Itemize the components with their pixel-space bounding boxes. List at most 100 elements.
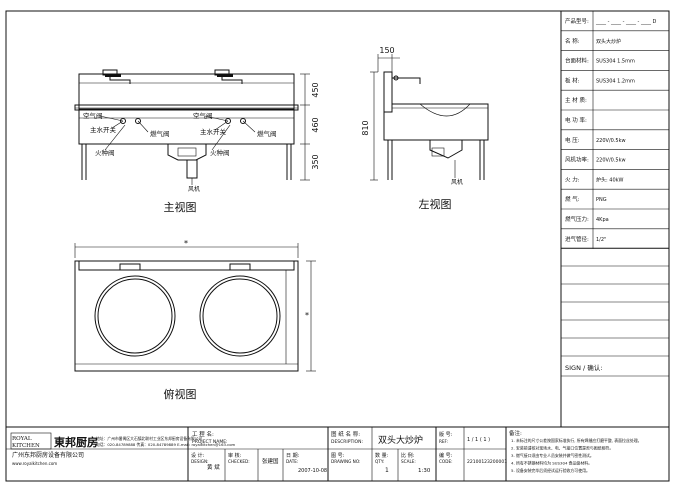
spec-value: ____ - ____ - ____ - ____ D bbox=[595, 19, 657, 25]
drawn-value: 黄 斌 bbox=[207, 463, 220, 471]
drawn-label: 设 计: bbox=[191, 452, 205, 459]
top-dim-width: * bbox=[184, 239, 188, 248]
left-body bbox=[383, 103, 489, 141]
checked-label-en: CHECKED: bbox=[228, 459, 250, 464]
code-label: 编 号: bbox=[439, 452, 453, 459]
qty-value: 1 bbox=[385, 467, 389, 474]
main-faucet-left bbox=[109, 76, 131, 84]
callout-water-switch-left: 主水开关 bbox=[90, 125, 117, 134]
callout-pilot-right: 火种阀 bbox=[210, 148, 230, 157]
left-burner bbox=[429, 140, 463, 159]
spec-label: 风机功率: bbox=[565, 156, 589, 164]
callout-pilot-left: 火种阀 bbox=[95, 148, 115, 157]
spec-table: 产品型号: ____ - ____ - ____ - ____ D 名 称: 双头大炒… bbox=[561, 11, 669, 249]
spec-label: 产品型号: bbox=[565, 17, 589, 25]
left-view bbox=[370, 54, 489, 181]
main-fan-icon bbox=[186, 159, 198, 179]
callout-fan: 风机 bbox=[188, 185, 200, 193]
company-web: www.royalkitchen.com bbox=[12, 461, 57, 466]
top-backsplash bbox=[78, 260, 295, 271]
knob-icon bbox=[135, 118, 141, 124]
drawno-label: 图 号: bbox=[331, 453, 345, 459]
callout-air-valve-right: 空气阀 bbox=[193, 111, 213, 120]
left-callout-fan: 风机 bbox=[451, 178, 463, 186]
spec-value: 220V/0.5kw bbox=[596, 138, 626, 144]
spec-label: 台面材料: bbox=[565, 57, 589, 65]
knob-icon bbox=[240, 118, 246, 124]
logo-en-2: KITCHEN bbox=[12, 443, 40, 449]
spec-value: SUS304 1.5mm bbox=[596, 59, 635, 65]
spec-value: 双头大炒炉 bbox=[596, 38, 621, 45]
checked-value: 张建国 bbox=[262, 457, 279, 465]
main-dim-450: 450 bbox=[311, 82, 320, 97]
note-line: 2. 安装前请核对现场水、电、气接口位置是否与图纸相符。 bbox=[511, 446, 613, 451]
drawing-label-en: DESCRIPTION: bbox=[331, 439, 363, 445]
spec-value: 4Kpa bbox=[596, 217, 609, 223]
spec-value: SUS304 1.2mm bbox=[596, 78, 635, 84]
qty-label: 数 量: bbox=[375, 452, 389, 459]
notes-list: 1. 未标注的尺寸公差按国家标准执行, 所有焊缝应打磨平整, 表面拉丝处理。 2.… bbox=[511, 438, 642, 473]
ref-label-en: REF: bbox=[439, 439, 448, 444]
top-view-title: 俯视图 bbox=[164, 387, 197, 401]
left-faucet bbox=[392, 77, 421, 84]
knob-icon bbox=[225, 118, 231, 124]
company-address: 地址：广州市番禺区大石镇北联村工业区东邦厨房设备有限公司 bbox=[96, 436, 203, 441]
drawing-label: 图 纸 名 称: bbox=[331, 430, 360, 438]
ref-label: 版 号: bbox=[439, 431, 453, 438]
qty-label-en: QTY: bbox=[375, 459, 384, 464]
scale-label: 比 例: bbox=[401, 452, 415, 459]
left-dim-150: 150 bbox=[379, 46, 394, 55]
spec-value: PNG bbox=[596, 197, 607, 203]
date-value: 2007-10-08 bbox=[298, 468, 327, 474]
main-dim-350: 350 bbox=[311, 154, 320, 169]
logo-en-1: ROYAL bbox=[12, 436, 32, 442]
left-dim-810: 810 bbox=[361, 120, 370, 135]
spec-label: 电 功 率: bbox=[565, 116, 587, 124]
main-dim-460: 460 bbox=[311, 117, 320, 132]
knob-icon bbox=[120, 118, 126, 124]
project-label-en: PROJECT NAME: bbox=[192, 439, 228, 445]
left-backsplash bbox=[383, 71, 393, 113]
main-upper-body bbox=[78, 73, 295, 110]
logo-cn: 東邦厨房 bbox=[54, 435, 98, 449]
sign-label: SIGN / 确认: bbox=[565, 363, 602, 372]
spec-label: 主 材 质: bbox=[565, 96, 587, 104]
spec-value: 1/2" bbox=[596, 237, 606, 243]
spec-label: 进气管径: bbox=[565, 235, 589, 243]
spec-label: 火 力: bbox=[565, 175, 580, 183]
spec-label: 板 材: bbox=[565, 76, 580, 84]
callout-air-valve-left: 空气阀 bbox=[83, 111, 103, 120]
main-burner-housing bbox=[167, 144, 207, 161]
main-view-title: 主视图 bbox=[164, 200, 197, 214]
wok-ring-left bbox=[94, 275, 176, 357]
company-name: 广州东邦厨房设备有限公司 bbox=[12, 451, 84, 459]
note-line: 3. 燃气接口须由专业人员安装并做气密性测试。 bbox=[511, 453, 594, 458]
wok-ring-right bbox=[199, 275, 281, 357]
spec-label: 名 称: bbox=[565, 37, 580, 45]
note-line: 1. 未标注的尺寸公差按国家标准执行, 所有焊缝应打磨平整, 表面拉丝处理。 bbox=[511, 438, 642, 443]
note-line: 4. 所有不锈钢材料均为 SUS304 食品级材料。 bbox=[511, 461, 592, 466]
ref-value: 1 / 1 ( 1 ) bbox=[467, 437, 490, 443]
top-dim-depth: * bbox=[305, 311, 309, 320]
spec-value: 220V/0.5kw bbox=[596, 158, 626, 164]
top-outline bbox=[74, 260, 299, 372]
scale-label-en: SCALE: bbox=[401, 459, 416, 464]
code-value: 22100123200001 bbox=[467, 459, 507, 465]
sheet-border bbox=[5, 10, 670, 482]
left-view-title: 左视图 bbox=[419, 197, 452, 211]
callout-gas-valve-left: 燃气阀 bbox=[150, 129, 170, 138]
drawno-label-en: DRAWING NO: bbox=[331, 459, 360, 464]
company-contact: 电话：020-84789888 传真：020-84789889 E-mail: … bbox=[96, 442, 236, 447]
note-line: 5. 设备安装完毕后须经试运行验收方可使用。 bbox=[511, 468, 590, 473]
company-logo bbox=[10, 432, 52, 450]
callout-water-switch-right: 主水开关 bbox=[200, 127, 227, 136]
date-label-en: DATE: bbox=[286, 459, 298, 464]
date-label: 日 期: bbox=[286, 453, 300, 459]
main-front-panel bbox=[78, 109, 295, 145]
main-faucet-right bbox=[221, 76, 243, 84]
project-label: 工 程 名: bbox=[192, 430, 214, 438]
drawing-value: 双头大炒炉 bbox=[378, 434, 423, 446]
checked-label: 审 核: bbox=[228, 452, 242, 459]
notes-title: 备注: bbox=[509, 429, 522, 437]
